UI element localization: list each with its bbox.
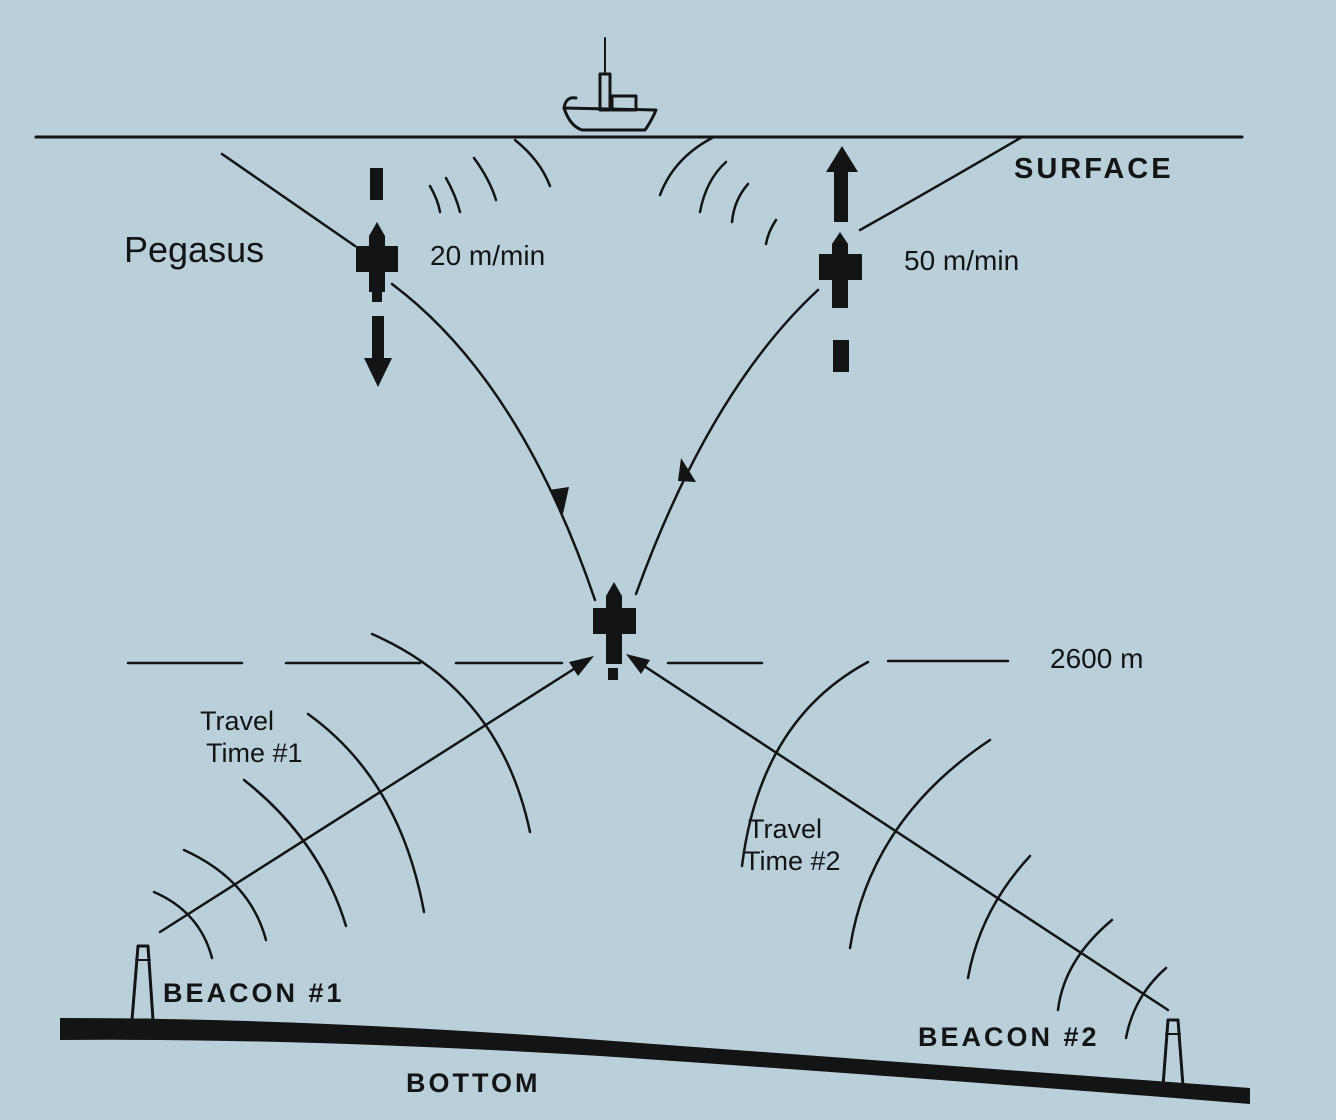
ascent-speed-label: 50 m/min xyxy=(904,245,1019,276)
right-surface-curve xyxy=(858,135,1024,232)
beacon-1-icon xyxy=(130,944,155,1022)
ray-2-arrowhead xyxy=(626,654,650,674)
travel-time-1-line2: Time #1 xyxy=(206,738,303,768)
sea-floor xyxy=(60,1018,1250,1104)
surface-wave-arcs-right xyxy=(658,136,778,246)
depth-label: 2600 m xyxy=(1050,643,1143,674)
beacon-1-wave-arcs xyxy=(152,632,532,960)
bottom-label: BOTTOM xyxy=(406,1068,541,1098)
descent-arrowhead xyxy=(549,487,569,514)
acoustic-ray-2 xyxy=(630,656,1170,1012)
descending-instrument-icon xyxy=(356,168,398,387)
ascent-arrowhead xyxy=(678,458,696,482)
pegasus-label: Pegasus xyxy=(124,229,264,270)
left-surface-diagonal xyxy=(220,152,357,248)
beacon-1-label: BEACON #1 xyxy=(163,978,345,1008)
travel-time-2-line1: Travel xyxy=(748,814,822,844)
ascending-instrument-icon xyxy=(819,146,862,372)
descent-path xyxy=(390,282,597,602)
beacon-2-wave-arcs xyxy=(740,660,1168,1040)
ship-icon xyxy=(562,37,658,132)
acoustic-ray-1 xyxy=(158,658,590,934)
beacon-2-icon xyxy=(1161,1018,1185,1088)
instrument-at-depth-icon xyxy=(593,582,636,680)
beacon-2-label: BEACON #2 xyxy=(918,1022,1100,1052)
surface-wave-arcs-left xyxy=(428,138,552,214)
ascent-path xyxy=(634,288,820,596)
travel-time-2-line2: Time #2 xyxy=(744,846,841,876)
descent-speed-label: 20 m/min xyxy=(430,240,545,271)
travel-time-1-line1: Travel xyxy=(200,706,274,736)
surface-label: SURFACE xyxy=(1014,153,1174,185)
depth-dashed-line xyxy=(126,659,1010,665)
ray-1-arrowhead xyxy=(569,656,594,676)
